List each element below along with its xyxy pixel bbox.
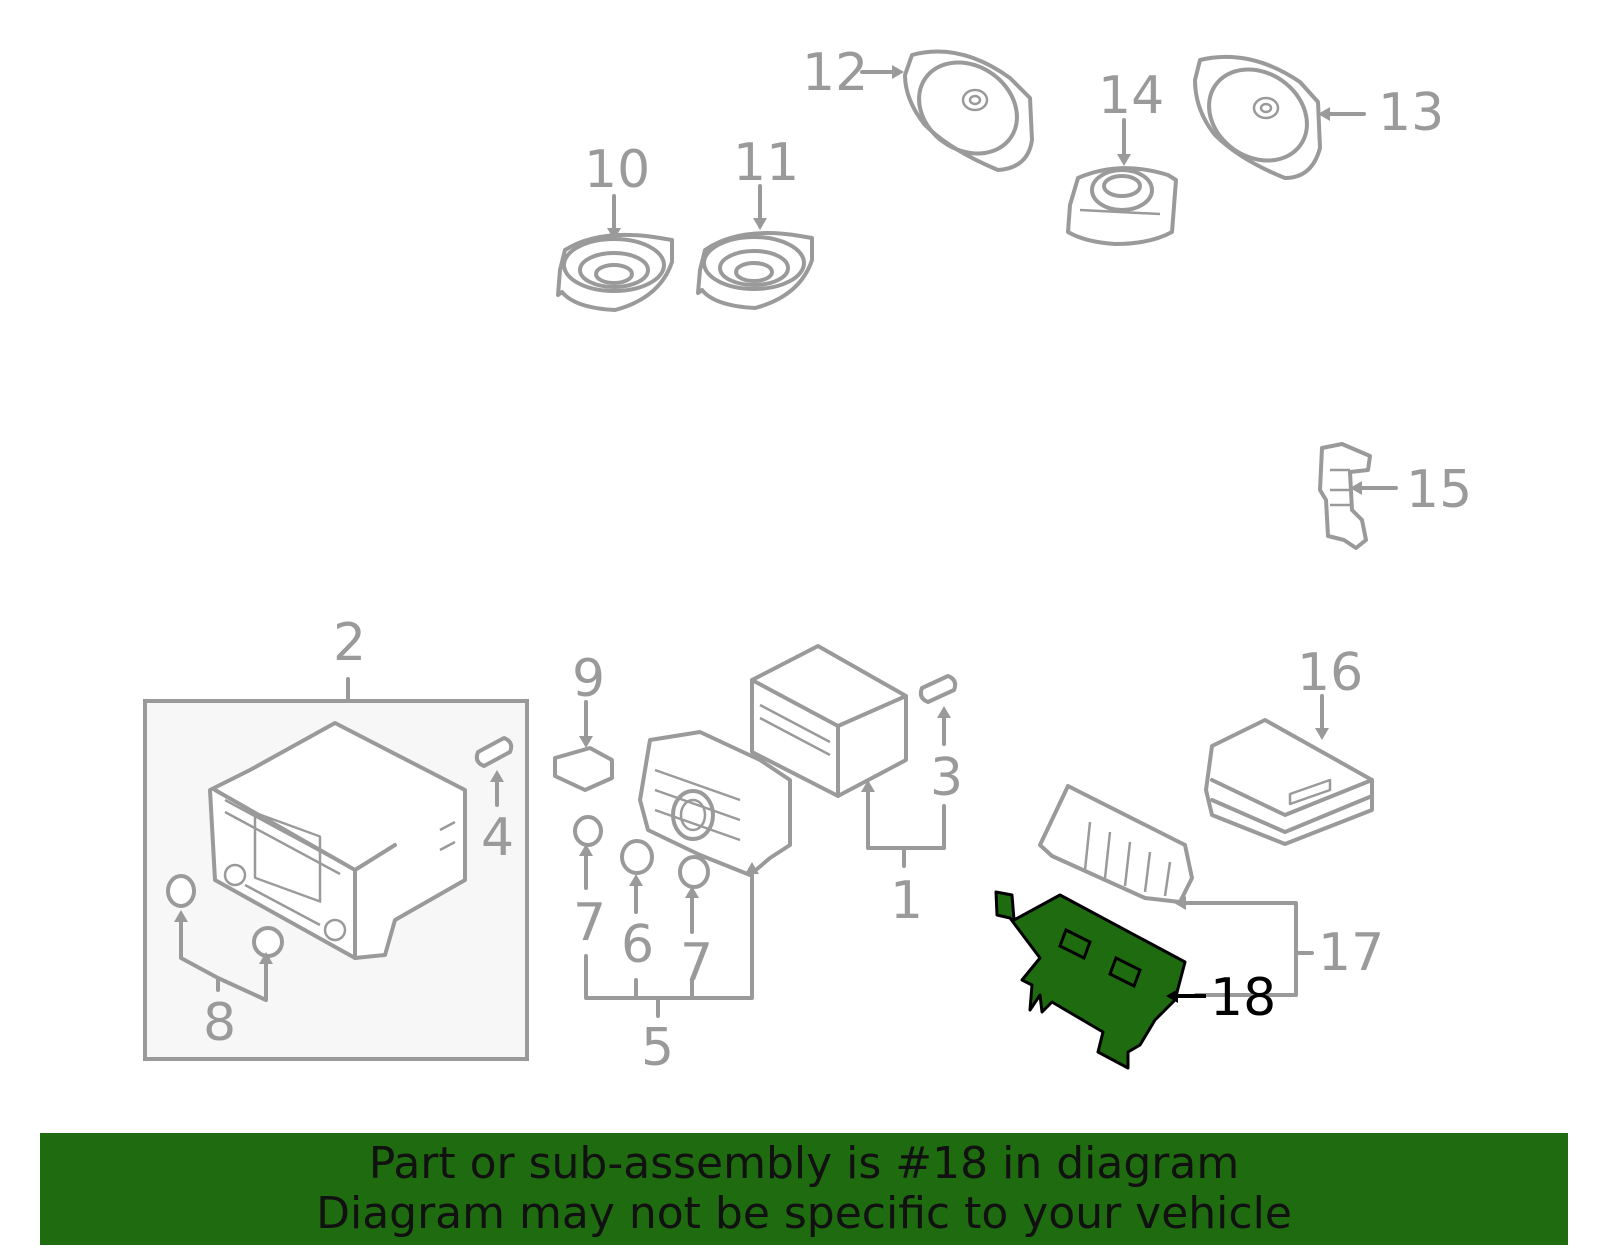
arrow-11 [753,218,767,230]
arrow-15 [1350,481,1362,495]
arrow-6 [629,874,643,886]
leader-8 [179,915,268,1002]
arrow-8a [174,910,188,922]
banner-line-2: Diagram may not be specific to your vehi… [316,1188,1292,1239]
part-18-window-b [1108,955,1142,989]
arrow-8b [259,952,273,964]
speaker-11 [696,231,814,310]
part-18-body [994,890,1187,1070]
speaker-12 [903,49,1034,172]
speaker-14 [1066,166,1178,246]
callout-4: 4 [481,808,514,868]
callout-9: 9 [572,649,605,709]
part-17 [1038,784,1194,904]
part-1-module [750,644,908,798]
info-banner: Part or sub-assembly is #18 in diagram D… [40,1133,1568,1245]
arrow-12 [892,65,904,79]
arrow-5 [745,862,759,874]
callout-7b: 7 [680,933,713,993]
arrow-7b [685,886,699,898]
part-16 [1204,718,1374,846]
arrow-4 [490,770,504,782]
arrow-7a [579,844,593,856]
part-18-window-a [1058,927,1092,961]
arrow-13 [1318,107,1330,121]
arrow-18 [1166,989,1178,1003]
callout-17: 17 [1318,923,1384,983]
part-9 [553,746,614,792]
callout-16: 16 [1297,643,1363,703]
leader-5 [584,866,754,1018]
callout-6: 6 [621,915,654,975]
leader-17 [1178,901,1314,997]
arrow-17 [1174,896,1186,910]
callout-13: 13 [1378,83,1444,143]
part-3 [918,674,958,704]
callout-11: 11 [733,133,799,193]
arrow-3 [937,706,951,718]
callout-10: 10 [584,140,650,200]
part-6-7-knobs [573,815,710,889]
callout-12: 12 [802,43,868,103]
callout-15: 15 [1406,460,1472,520]
arrow-16 [1315,728,1329,740]
part-15 [1318,442,1372,550]
arrow-10 [607,228,621,240]
arrow-9 [579,736,593,748]
part-18-highlighted [994,890,1187,1070]
part-8-knobs [166,874,284,958]
banner-line-1: Part or sub-assembly is #18 in diagram [368,1138,1240,1189]
speaker-10 [556,232,674,312]
callout-2: 2 [333,613,366,673]
callout-18: 18 [1210,968,1276,1028]
callout-3: 3 [930,748,963,808]
callout-5: 5 [641,1018,674,1078]
arrow-14 [1117,154,1131,166]
callout-8: 8 [203,993,236,1053]
leader-1 [866,788,946,868]
radio-head-unit [208,721,467,960]
callout-1: 1 [890,871,923,931]
part-4 [474,736,514,768]
callout-7a: 7 [573,893,606,953]
callout-14: 14 [1098,66,1164,126]
control-panel [638,730,792,877]
arrow-1 [861,780,875,792]
speaker-13 [1193,54,1322,180]
